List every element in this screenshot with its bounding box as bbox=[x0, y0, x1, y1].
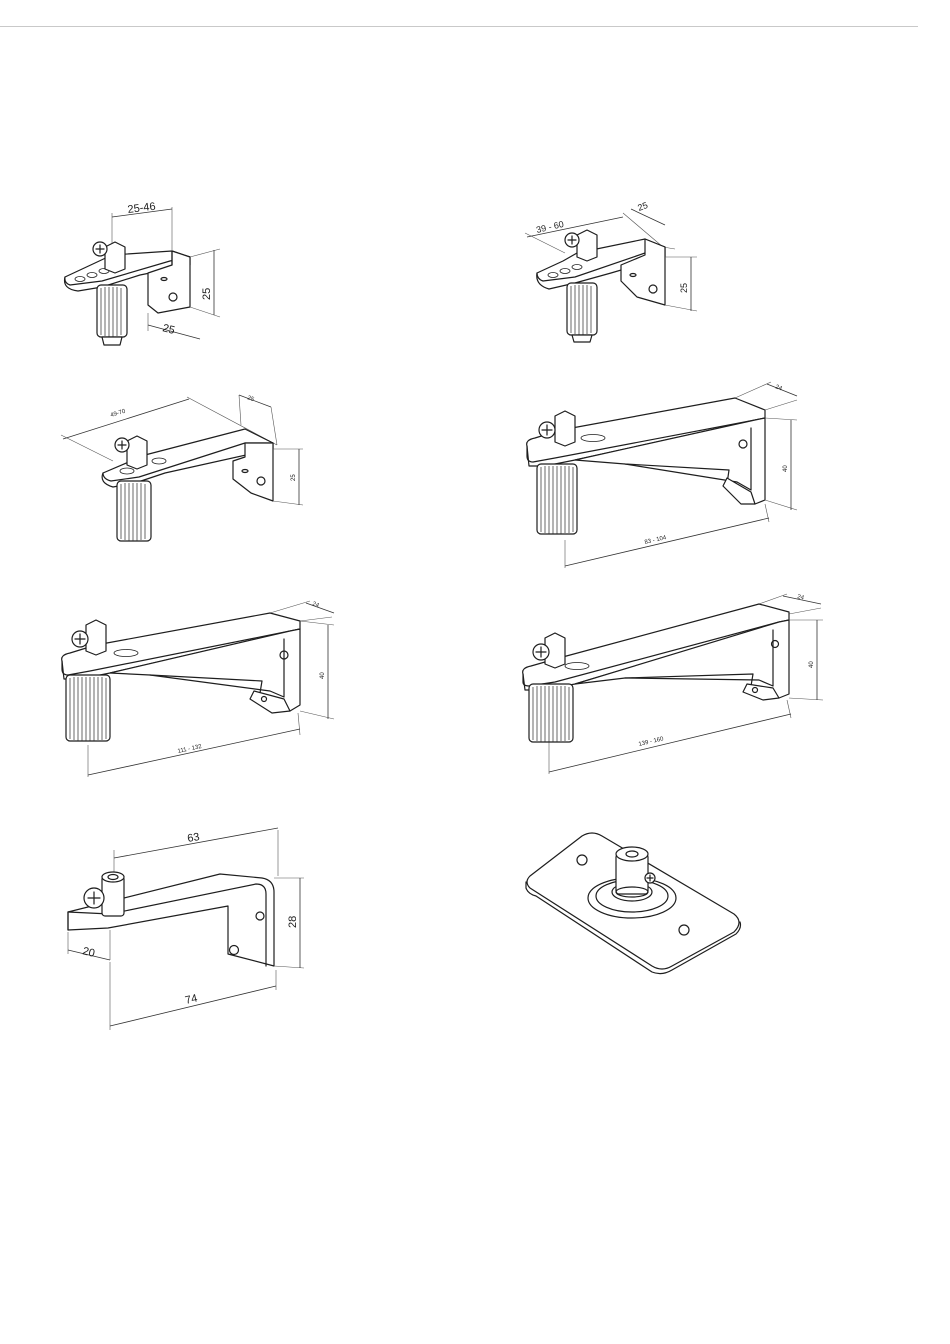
bracket-6-dim-height: 40 bbox=[809, 661, 815, 668]
bracket-2-drawing: 39 - 60 25 25 bbox=[515, 195, 735, 355]
bracket-2-dim-depth: 25 bbox=[636, 200, 649, 213]
bracket-1-dim-length: 25-46 bbox=[127, 201, 156, 216]
bracket-5-dim-length: 111 - 132 bbox=[177, 744, 203, 755]
bracket-7-dim-offset: 20 bbox=[81, 945, 96, 960]
bracket-1-dim-height: 25 bbox=[201, 288, 213, 300]
bracket-1-dim-depth: 25 bbox=[161, 322, 176, 337]
bracket-2-dim-height: 25 bbox=[679, 283, 689, 293]
bracket-5-dim-depth: 24 bbox=[311, 601, 320, 609]
bracket-4-dim-height: 40 bbox=[783, 465, 789, 472]
bracket-5-dim-height: 40 bbox=[320, 672, 326, 679]
bracket-3-dim-height: 25 bbox=[291, 474, 297, 481]
bracket-7-drawing: 63 28 20 74 bbox=[60, 820, 320, 1040]
bracket-4-dim-depth: 24 bbox=[774, 384, 783, 392]
bracket-4-drawing: 24 40 83 - 104 bbox=[515, 380, 815, 580]
bracket-7-dim-top: 63 bbox=[186, 831, 200, 845]
bracket-7-dim-length: 74 bbox=[184, 992, 199, 1006]
bracket-3-dim-length: 49-70 bbox=[110, 408, 127, 418]
bracket-6-dim-length: 139 - 160 bbox=[638, 736, 665, 748]
bracket-3-dim-depth: 25 bbox=[246, 395, 255, 403]
bracket-5-drawing: 24 40 111 - 132 bbox=[50, 595, 360, 795]
header-rule bbox=[0, 26, 918, 27]
bracket-3-drawing: 49-70 25 25 bbox=[55, 385, 315, 555]
base-plate-drawing bbox=[522, 830, 752, 980]
bracket-1-drawing: 25-46 25 25 bbox=[40, 195, 260, 355]
bracket-7-dim-height: 28 bbox=[287, 916, 299, 928]
bracket-6-drawing: 24 40 139 - 160 bbox=[515, 590, 835, 790]
